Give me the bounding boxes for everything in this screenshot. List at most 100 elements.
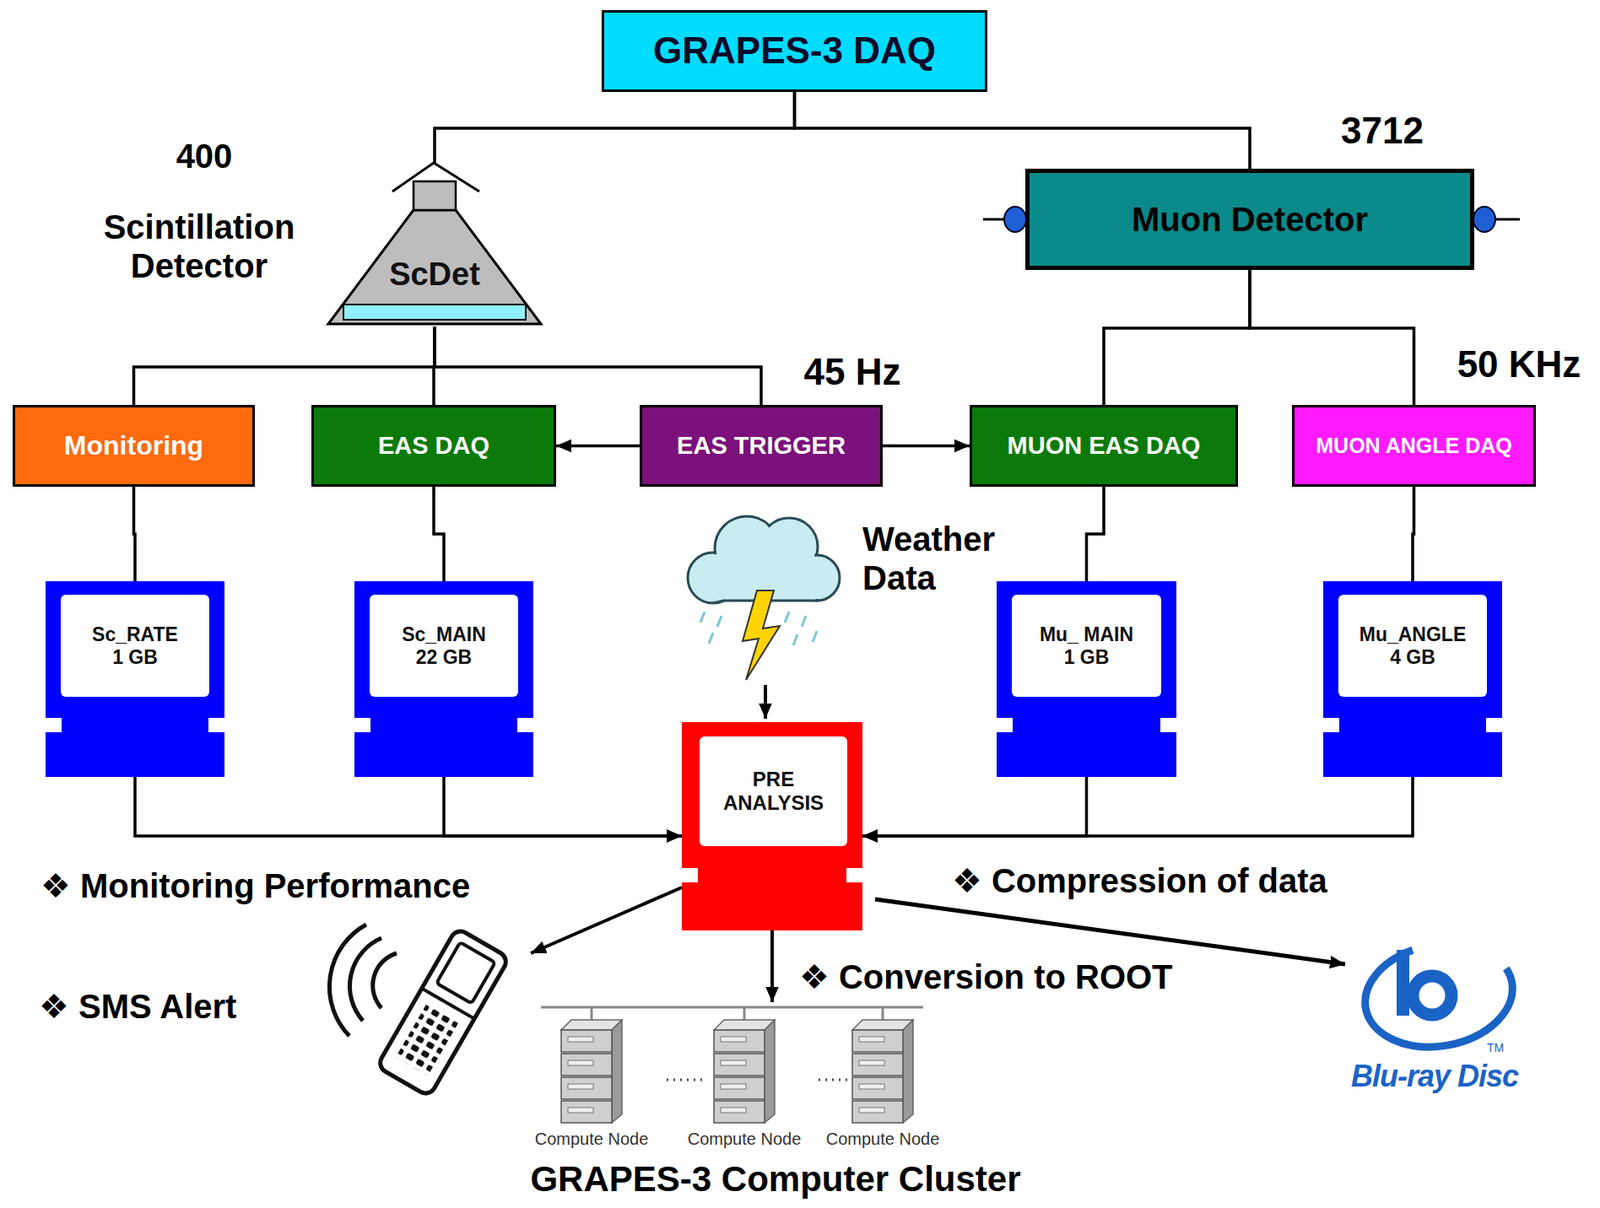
connector-line <box>434 326 762 406</box>
weather-cloud-icon <box>717 616 722 628</box>
muon-pipe-ends <box>1473 206 1496 233</box>
weather-cloud-icon <box>801 616 806 628</box>
monitor-screen <box>1011 594 1162 698</box>
monitoring-box: Monitoring <box>12 405 255 487</box>
monitor-shape <box>1323 581 1503 778</box>
monitor-screen <box>369 594 519 698</box>
computer-monitor: Sc_MAIN22 GB <box>354 581 534 778</box>
compute-cluster-icon <box>666 1079 706 1082</box>
phone-icon <box>395 1005 459 1076</box>
muon-pipe-ends <box>1004 206 1027 233</box>
connector-line <box>862 777 1087 837</box>
monitor-shape <box>354 581 534 778</box>
monitor-shape <box>996 581 1177 778</box>
node-text: MUON ANGLE DAQ <box>1315 433 1512 459</box>
connector-line <box>882 444 970 449</box>
scintillator-body <box>328 210 541 325</box>
connector-line <box>134 326 436 406</box>
trigger-box: EAS TRIGGER <box>639 405 883 487</box>
node-text: 22 GB <box>416 646 472 669</box>
node-text: 4 GB <box>1389 646 1436 669</box>
monitor-body <box>45 581 225 778</box>
output-arrows <box>530 887 1346 1003</box>
bluray-logo <box>1356 933 1521 1060</box>
monitor-body <box>681 722 863 931</box>
connector-line <box>862 777 1413 837</box>
node-text: MUON EAS DAQ <box>1007 432 1201 460</box>
monitor-body <box>996 581 1177 778</box>
computer-monitor: Mu_ MAIN1 GB <box>996 581 1177 778</box>
detector-name: Scintillation Detector <box>59 207 339 286</box>
node-text: Muon Detector <box>1131 200 1368 239</box>
computer-monitor: Mu_ANGLE4 GB <box>1323 581 1503 778</box>
detector-box: Muon Detector <box>1025 168 1475 271</box>
node-caption: Compute Node <box>687 1129 802 1150</box>
daq-box: MUON EAS DAQ <box>969 405 1238 487</box>
phone-icon <box>376 928 509 1098</box>
bluray-logo <box>1356 933 1521 1060</box>
output-arrows <box>770 930 774 1003</box>
weather-label: Weather Data <box>862 519 1032 598</box>
compute-cluster-icon <box>852 1020 914 1124</box>
node-text: PRE ANALYSIS <box>714 767 833 815</box>
monitor-body <box>1323 581 1503 778</box>
weather-cloud-icon <box>742 590 780 681</box>
phone-icon <box>349 938 382 1022</box>
weather-cloud-icon <box>700 611 705 623</box>
compute-cluster-icon <box>743 1007 746 1021</box>
output-arrows <box>530 887 682 954</box>
node-text: Mu_ MAIN <box>1039 623 1134 646</box>
rate-label: 45 Hz <box>804 351 902 395</box>
monitor-shape <box>45 581 225 778</box>
compute-cluster-icon <box>561 1020 622 1124</box>
connector-line <box>1412 486 1415 582</box>
feature-bullet: ❖ SMS Alert <box>38 987 237 1027</box>
scintillator-slab <box>343 304 526 320</box>
pmt-housing <box>413 181 456 211</box>
phone-icon <box>372 953 397 1009</box>
node-text: Mu_ANGLE <box>1359 623 1467 646</box>
connector-line <box>794 91 1251 169</box>
connector-line <box>134 486 136 582</box>
weather-cloud-icon <box>708 632 714 644</box>
weather-cloud-icon <box>687 516 840 719</box>
detector-count: 400 <box>176 136 233 176</box>
weather-cloud-icon <box>793 634 798 646</box>
daq-box: EAS DAQ <box>311 405 557 487</box>
compute-cluster-icon <box>590 1007 594 1021</box>
computer-monitor: Sc_RATE1 GB <box>45 581 225 778</box>
phone-icon <box>329 924 509 1098</box>
bluray-logo <box>1412 976 1452 1016</box>
feature-bullet: ❖ Conversion to ROOT <box>799 957 1173 997</box>
compute-cluster-icon <box>540 1007 924 1124</box>
node-text: 1 GB <box>112 646 158 669</box>
node-text: EAS TRIGGER <box>676 432 846 460</box>
connector-line <box>1103 270 1250 406</box>
node-text: Sc_MAIN <box>401 623 487 646</box>
daq-box: MUON ANGLE DAQ <box>1291 405 1536 487</box>
node-text: GRAPES-3 DAQ <box>653 29 936 73</box>
monitor-screen <box>1338 594 1487 698</box>
node-text: EAS DAQ <box>378 432 490 460</box>
node-text: 1 GB <box>1064 646 1110 669</box>
cluster-title: GRAPES-3 Computer Cluster <box>529 1159 1021 1200</box>
bluray-logo <box>1396 950 1410 1017</box>
monitor-screen <box>699 736 848 847</box>
feature-bullet: ❖ Compression of data <box>951 861 1328 901</box>
analysis-computer: PRE ANALYSIS <box>681 722 863 931</box>
weather-cloud-icon <box>812 631 817 643</box>
monitor-body <box>354 581 534 778</box>
connector-line <box>1249 270 1415 406</box>
weather-cloud-icon <box>763 685 768 719</box>
feature-bullet: ❖ Monitoring Performance <box>40 866 471 906</box>
scintillator-shape <box>328 162 541 327</box>
system-box: GRAPES-3 DAQ <box>601 10 988 92</box>
connector-line <box>1086 486 1105 582</box>
node-caption: Compute Node <box>535 1129 649 1150</box>
compute-cluster-icon <box>713 1020 775 1124</box>
compute-cluster-icon <box>540 1006 924 1010</box>
roof-line <box>392 162 480 192</box>
detector-symbol: ScDet <box>328 162 541 327</box>
